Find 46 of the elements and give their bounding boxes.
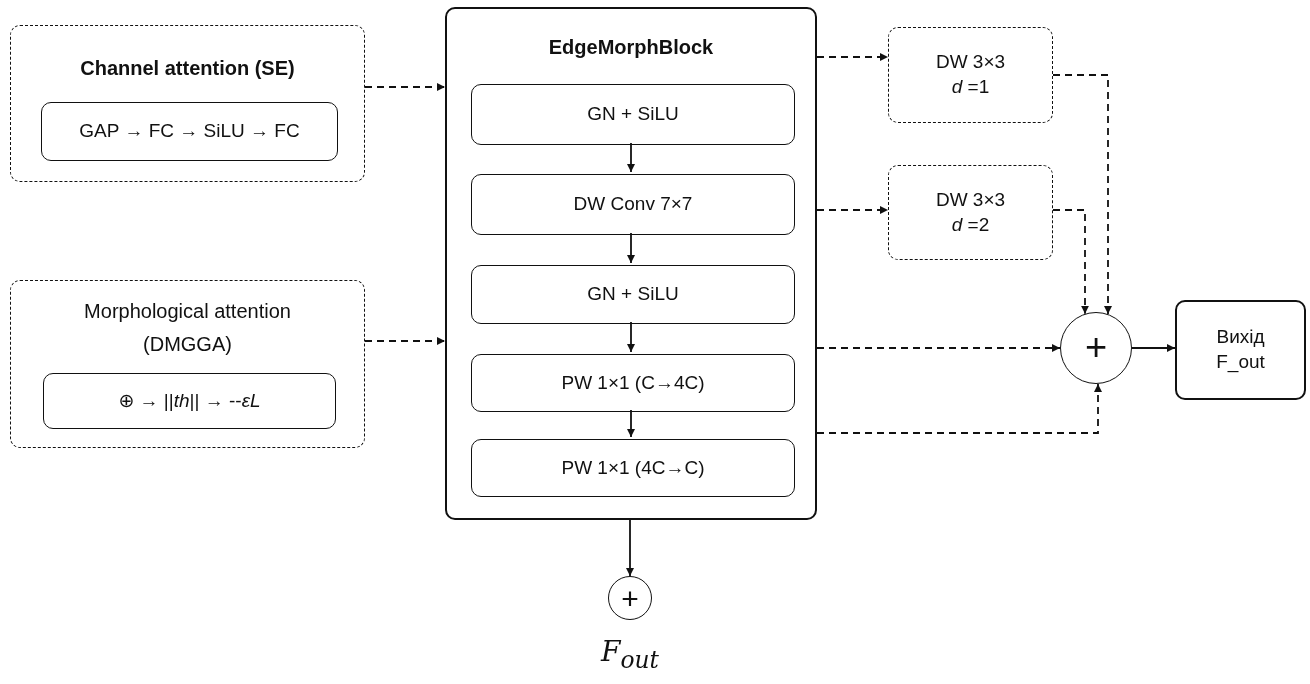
process-box — [471, 354, 795, 412]
process-box — [471, 174, 795, 235]
process-box — [471, 439, 795, 497]
process-box — [1175, 300, 1306, 400]
block-panel — [445, 7, 817, 520]
process-label: GAP → FC → SiLU → FC — [79, 119, 300, 144]
arrow — [627, 409, 635, 438]
process-label: Вихід — [1216, 325, 1265, 350]
process-label: GN + SiLU — [587, 102, 679, 127]
arrow — [816, 206, 889, 214]
process-label: d =1 — [951, 75, 990, 99]
arrow — [1052, 209, 1089, 315]
process-box — [43, 373, 336, 429]
process-label: GN + SiLU — [587, 282, 679, 307]
process-label: ⊕ → ||th|| → --εL — [118, 388, 261, 413]
process-box — [888, 165, 1053, 260]
process-box — [41, 102, 338, 161]
arrow — [1131, 344, 1176, 352]
plus-sign: + — [621, 580, 639, 617]
plus-sign: + — [1084, 325, 1108, 371]
arrow — [816, 383, 1102, 434]
module-title: Morphological attention (DMGGA) — [83, 299, 292, 357]
process-box — [471, 84, 795, 145]
arrow — [627, 321, 635, 353]
arrow — [1052, 74, 1112, 315]
arrow — [627, 232, 635, 264]
arrow — [627, 142, 635, 173]
process-label: DW 3×3 — [935, 187, 1006, 212]
process-label: F_out — [1216, 350, 1265, 375]
arrow — [626, 519, 634, 577]
process-label: PW 1×1 (C→4C) — [561, 370, 705, 395]
output-label: F$_{out}$ — [601, 635, 659, 674]
attention-module-panel — [10, 25, 365, 182]
arrow — [364, 337, 446, 345]
process-label: DW 3×3 — [935, 50, 1006, 75]
arrow — [816, 344, 1061, 352]
arrow — [364, 83, 446, 91]
process-box — [471, 265, 795, 324]
process-label: PW 1×1 (4C→C) — [561, 455, 705, 480]
module-title: Channel attention (SE) — [79, 56, 296, 81]
module-title: EdgeMorphBlock — [547, 35, 715, 60]
arrow — [816, 53, 889, 61]
process-box — [888, 27, 1053, 123]
process-label: d =2 — [951, 212, 990, 237]
process-label: DW Conv 7×7 — [573, 192, 693, 217]
attention-module-panel — [10, 280, 365, 448]
